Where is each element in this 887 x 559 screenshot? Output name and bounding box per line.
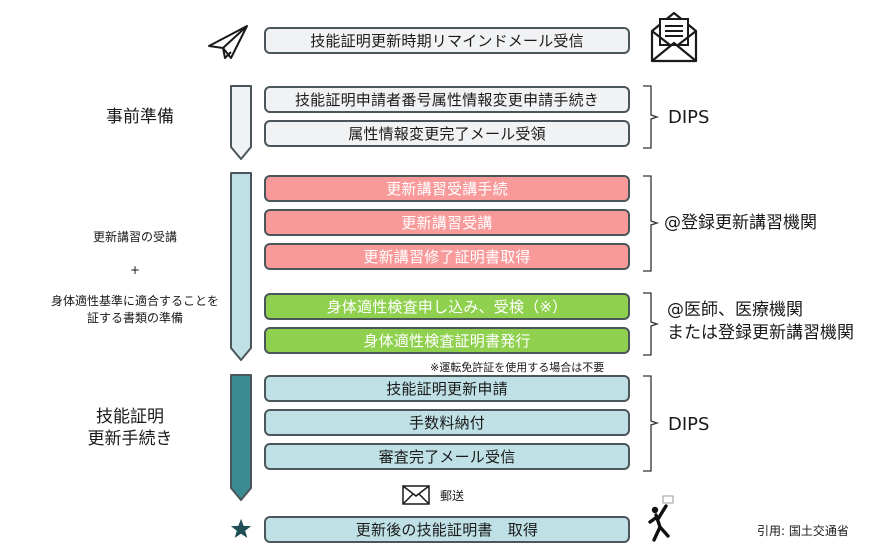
step-obtain-certificate: 更新後の技能証明書 取得: [264, 516, 630, 543]
phase-label-course-line4: 証する書類の準備: [86, 311, 183, 325]
brace-label-dips-1: DIPS: [668, 107, 710, 128]
running-person-icon: [648, 495, 674, 542]
brace-course-institution: [643, 175, 660, 272]
brace-label-course-institution: @登録更新講習機関: [664, 213, 817, 233]
mail-label: 郵送: [440, 489, 465, 503]
paper-plane-icon: [208, 25, 248, 59]
step-course-certificate: 更新講習修了証明書取得: [264, 243, 630, 270]
step-physical-exam-certificate: 身体適性検査証明書発行: [264, 327, 630, 354]
envelope-icon: [402, 485, 430, 505]
brace-label-dips-2: DIPS: [668, 414, 710, 435]
brace-label-medical-line1: @医師、医療機関: [667, 300, 803, 320]
step-review-complete-mail: 審査完了メール受信: [264, 443, 630, 470]
phase-label-renewal-line1: 技能証明: [96, 407, 164, 427]
phase-label-course-plus: +: [129, 263, 141, 277]
brace-dips-1: [643, 85, 660, 149]
step-course-attendance: 更新講習受講: [264, 209, 630, 236]
phase-label-preparation: 事前準備: [106, 107, 174, 127]
step-renewal-application: 技能証明更新申請: [264, 375, 630, 402]
brace-dips-2: [643, 375, 660, 472]
phase-label-course-line1: 更新講習の受講: [92, 230, 177, 244]
phase-arrow-preparation: [230, 85, 252, 160]
brace-medical-institution: [643, 292, 660, 356]
star-icon: [230, 518, 252, 538]
step-course-registration: 更新講習受講手続: [264, 175, 630, 202]
open-envelope-icon: [650, 11, 698, 63]
phase-label-renewal-line2: 更新手続き: [87, 429, 173, 449]
footnote-drivers-license: ※運転免許証を使用する場合は不要: [430, 361, 605, 374]
brace-label-medical-line2: または登録更新講習機関: [667, 323, 854, 343]
phase-label-course-line3: 身体適性基準に適合することを: [50, 294, 219, 308]
step-attribute-change-complete: 属性情報変更完了メール受領: [264, 120, 630, 147]
step-fee-payment: 手数料納付: [264, 409, 630, 436]
phase-arrow-renewal: [230, 374, 252, 501]
step-attribute-change-request: 技能証明申請者番号属性情報変更申請手続き: [264, 86, 630, 113]
step-physical-exam-apply: 身体適性検査申し込み、受検（※）: [264, 293, 630, 320]
phase-arrow-course: [230, 172, 252, 361]
source-credit: 引用: 国土交通省: [757, 524, 849, 538]
step-reminder-mail: 技能証明更新時期リマインドメール受信: [264, 27, 630, 54]
